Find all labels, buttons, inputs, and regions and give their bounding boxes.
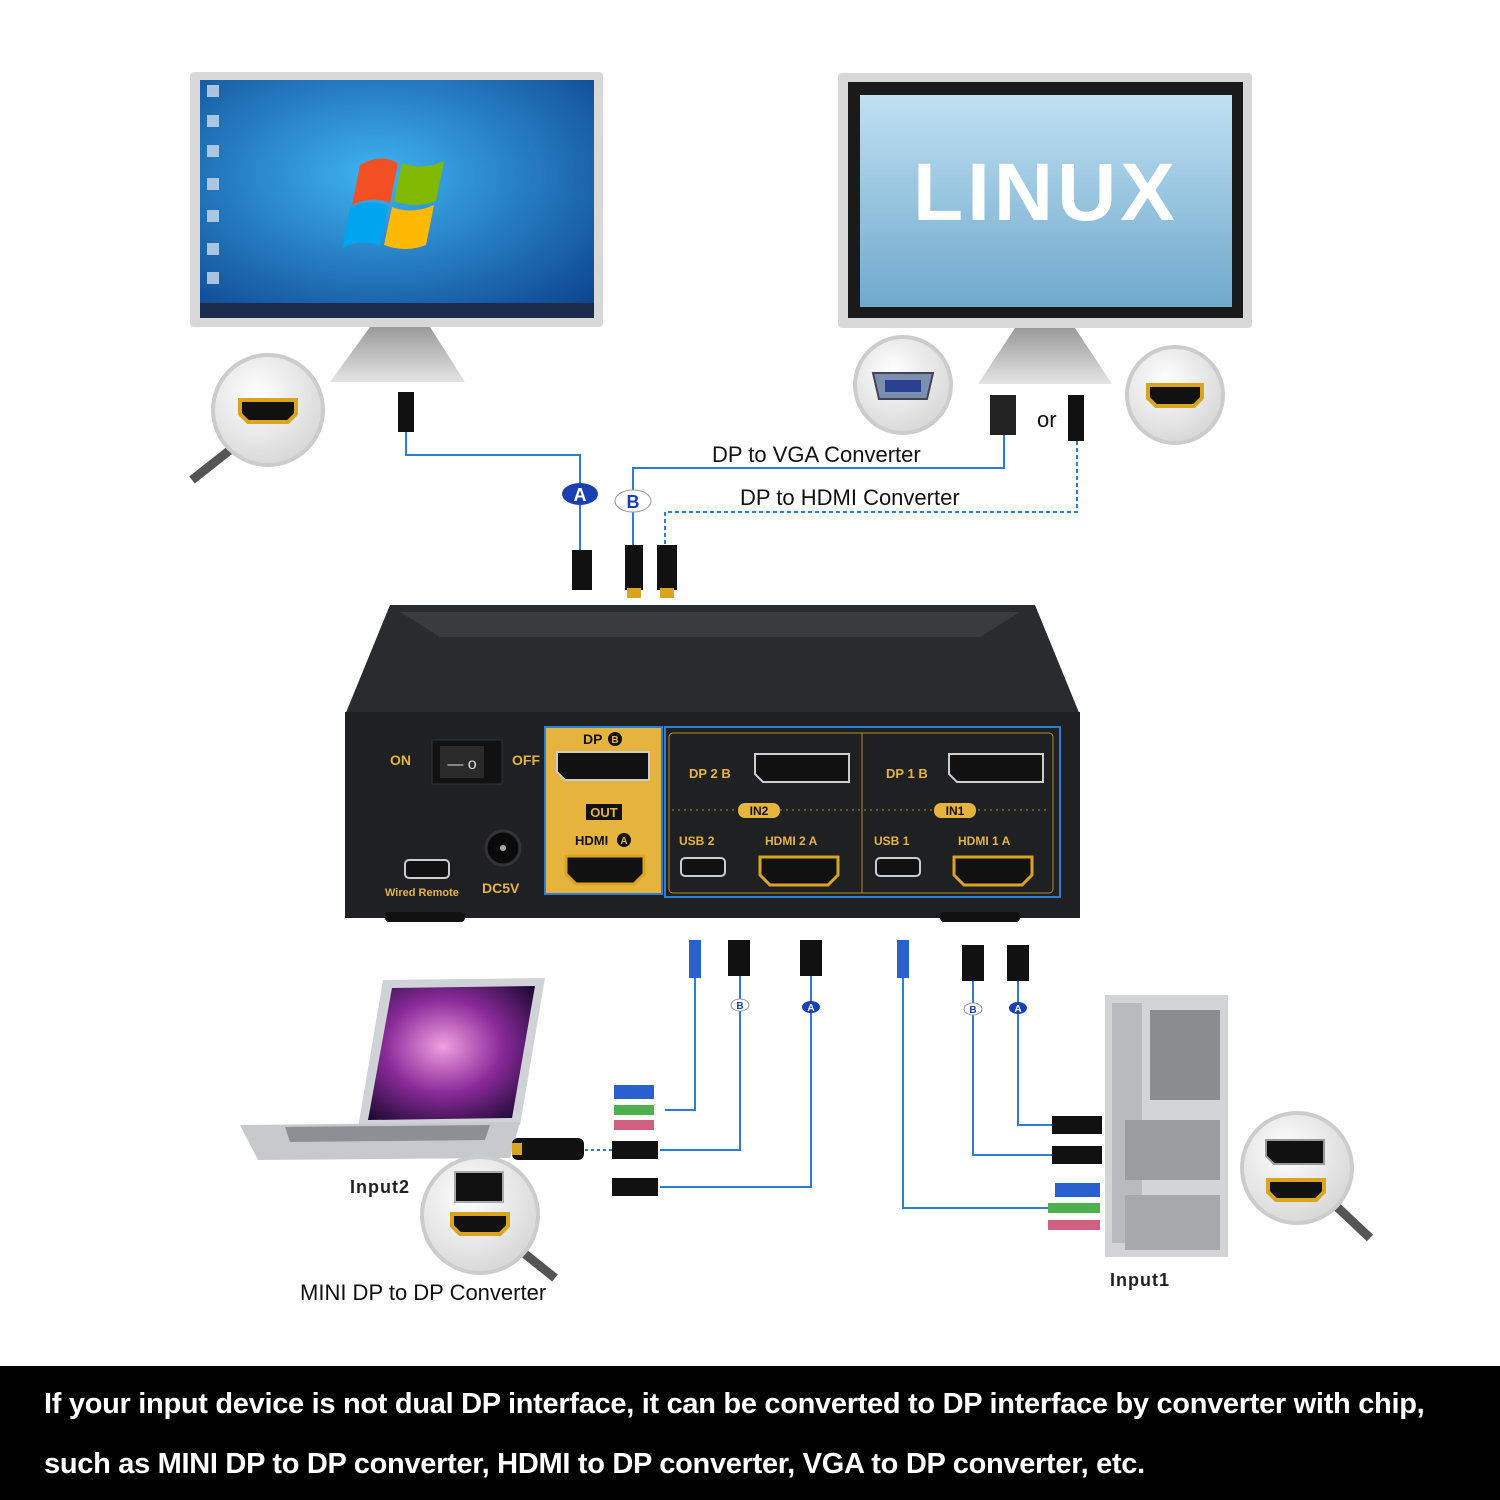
svg-text:IN1: IN1 (946, 804, 965, 818)
dc5v-label: DC5V (482, 880, 520, 896)
badge-a-small: A (1009, 1002, 1027, 1015)
badge-a-small: A (802, 1001, 820, 1014)
magnifier-hdmi-left (189, 353, 325, 484)
in2-hdmi-port (758, 855, 840, 887)
in1-usb-port (875, 857, 921, 877)
hdmi-plug-icon (398, 392, 414, 432)
dp-to-vga-converter-label: DP to VGA Converter (712, 442, 921, 467)
svg-text:HDMI 2 A: HDMI 2 A (765, 834, 818, 848)
vga-plug-icon (990, 395, 1016, 435)
out-hdmi-port (564, 854, 646, 886)
badge-b-small: B (730, 998, 750, 1012)
kvm-switch: ON — o OFF DC5V Wired Remote DP B OUT HD… (345, 605, 1080, 922)
linux-screen-text: LINUX (913, 147, 1179, 238)
svg-text:USB 2: USB 2 (679, 834, 715, 848)
in1-dp-port (948, 753, 1044, 783)
footer-line-1: If your input device is not dual DP inte… (44, 1388, 1425, 1420)
badge-b-small: B (963, 1002, 983, 1016)
input1-label: Input1 (1110, 1270, 1170, 1290)
out-label: OUT (590, 805, 618, 820)
in1-hdmi-port (952, 855, 1034, 887)
off-label: OFF (512, 752, 540, 768)
hdmi-plug-icon (572, 550, 592, 590)
svg-text:HDMI 1 A: HDMI 1 A (958, 834, 1011, 848)
svg-text:B: B (611, 735, 618, 746)
wired-remote-label: Wired Remote (385, 887, 459, 899)
in2-usb-port (680, 857, 726, 877)
in2-dp-port (754, 753, 850, 783)
dp-plug-icon (625, 545, 643, 590)
svg-text:DP 1 B: DP 1 B (886, 766, 928, 781)
svg-text:B: B (736, 1001, 743, 1012)
out-hdmi-label: HDMI (575, 833, 608, 848)
svg-text:A: A (807, 1003, 814, 1014)
svg-text:A: A (1014, 1004, 1021, 1015)
in1-panel: DP 1 B IN1 USB 1 HDMI 1 A (874, 753, 1044, 887)
svg-text:IN2: IN2 (750, 804, 769, 818)
dp-plug-icon (657, 545, 677, 590)
mini-dp-to-dp-converter-label: MINI DP to DP Converter (300, 1280, 546, 1305)
magnifier-minidp-hdmi (420, 1155, 558, 1282)
pc-tower-input1 (1048, 995, 1228, 1257)
hdmi-plug-icon (1068, 395, 1084, 441)
dp-to-hdmi-converter-label: DP to HDMI Converter (740, 485, 960, 510)
footer-note-band: If your input device is not dual DP inte… (0, 1366, 1500, 1500)
footer-line-2: such as MINI DP to DP converter, HDMI to… (44, 1448, 1145, 1480)
input-cables (585, 976, 1058, 1209)
badge-a: A (562, 483, 598, 505)
input2-label: Input2 (350, 1177, 410, 1197)
windows-logo-icon (342, 158, 444, 249)
out-dp-label: DP (583, 731, 602, 747)
svg-text:USB 1: USB 1 (874, 834, 910, 848)
on-label: ON (390, 752, 411, 768)
svg-text:A: A (574, 485, 587, 505)
input-plugs (689, 940, 1029, 981)
out-dp-port (556, 751, 650, 781)
wired-remote-port (404, 859, 450, 879)
left-monitor-windows (190, 72, 603, 382)
magnifier-hdmi-right (1125, 345, 1225, 445)
svg-text:A: A (620, 836, 627, 847)
right-monitor-linux: LINUX (838, 73, 1252, 384)
or-label: or (1037, 407, 1057, 432)
svg-text:DP 2 B: DP 2 B (689, 766, 731, 781)
in2-panel: DP 2 B IN2 USB 2 HDMI 2 A (679, 753, 850, 887)
badge-b: B (614, 489, 652, 513)
svg-text:— o: — o (447, 756, 476, 773)
svg-text:B: B (969, 1005, 976, 1016)
magnifier-dp-hdmi (1240, 1111, 1374, 1242)
svg-text:B: B (627, 492, 640, 512)
magnifier-vga (853, 335, 953, 435)
kvm-connection-diagram: LINUX or DP to VGA Converter DP to HDMI … (189, 72, 1374, 1305)
laptop-input2 (240, 978, 658, 1196)
